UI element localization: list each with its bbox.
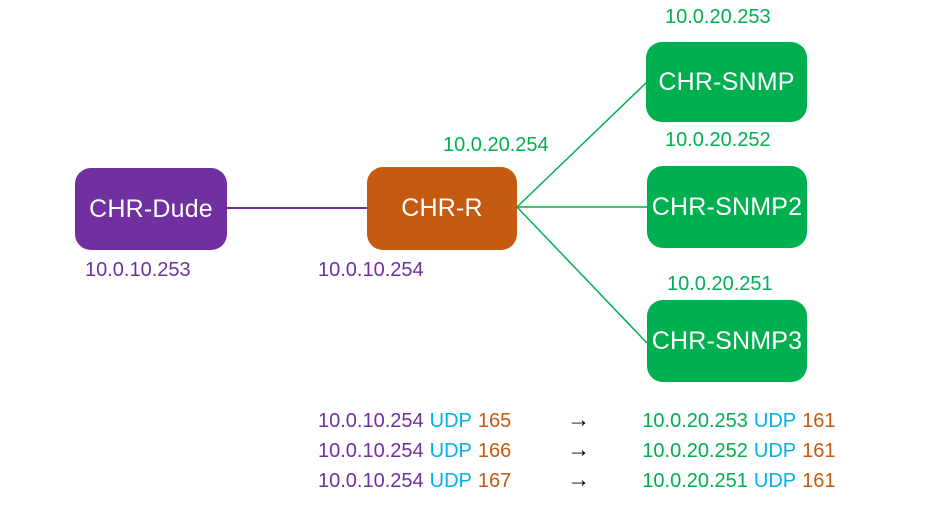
node-chr-r-label: CHR-R xyxy=(401,194,483,222)
source-ip: 10.0.10.254 xyxy=(318,440,424,462)
ip-label-chr-dude: 10.0.10.253 xyxy=(85,259,191,281)
right-arrow-icon: → xyxy=(567,436,591,462)
destination-ip: 10.0.20.253 xyxy=(642,410,748,432)
source-port: 166 xyxy=(477,440,512,462)
source-port: 167 xyxy=(477,470,512,492)
destination-ip: 10.0.20.251 xyxy=(642,470,748,492)
node-chr-snmp-label: CHR-SNMP xyxy=(658,67,795,96)
source-protocol: UDP xyxy=(429,410,472,432)
source-ip: 10.0.10.254 xyxy=(318,410,424,432)
destination-protocol: UDP xyxy=(753,440,797,462)
ip-label-chr-r-lan: 10.0.10.254 xyxy=(318,259,424,281)
node-chr-snmp3-label: CHR-SNMP3 xyxy=(651,326,803,355)
destination-port: 161 xyxy=(802,410,836,432)
node-chr-snmp2: CHR-SNMP2 xyxy=(647,166,807,248)
source-protocol: UDP xyxy=(429,470,472,492)
ip-label-chr-snmp2: 10.0.20.252 xyxy=(665,129,771,151)
node-chr-snmp2-label: CHR-SNMP2 xyxy=(651,192,803,221)
node-chr-snmp3: CHR-SNMP3 xyxy=(647,300,807,382)
port-forward-row: 10.0.10.254 UDP 165 → 10.0.20.253 UDP 16… xyxy=(318,406,836,433)
destination-port: 161 xyxy=(802,440,836,462)
right-arrow-icon: → xyxy=(567,406,591,432)
port-forward-row: 10.0.10.254 UDP 167 → 10.0.20.251 UDP 16… xyxy=(318,466,836,493)
destination-ip: 10.0.20.252 xyxy=(642,440,748,462)
node-chr-dude-label: CHR-Dude xyxy=(89,194,213,223)
ip-label-chr-snmp3: 10.0.20.251 xyxy=(667,273,773,295)
destination-port: 161 xyxy=(802,470,836,492)
right-arrow-icon: → xyxy=(567,466,591,492)
destination-protocol: UDP xyxy=(753,470,797,492)
destination-protocol: UDP xyxy=(753,410,797,432)
source-port: 165 xyxy=(477,410,512,432)
ip-label-chr-snmp: 10.0.20.253 xyxy=(665,6,771,28)
node-chr-dude: CHR-Dude xyxy=(75,168,227,250)
node-chr-r: CHR-R xyxy=(367,167,517,250)
link-chr-r-to-chr-snmp xyxy=(516,81,648,208)
source-protocol: UDP xyxy=(429,440,472,462)
ip-label-chr-r-wan: 10.0.20.254 xyxy=(443,134,549,156)
link-chr-r-to-chr-snmp3 xyxy=(516,206,648,344)
node-chr-snmp: CHR-SNMP xyxy=(646,42,807,122)
source-ip: 10.0.10.254 xyxy=(318,470,424,492)
port-forward-row: 10.0.10.254 UDP 166 → 10.0.20.252 UDP 16… xyxy=(318,436,836,463)
